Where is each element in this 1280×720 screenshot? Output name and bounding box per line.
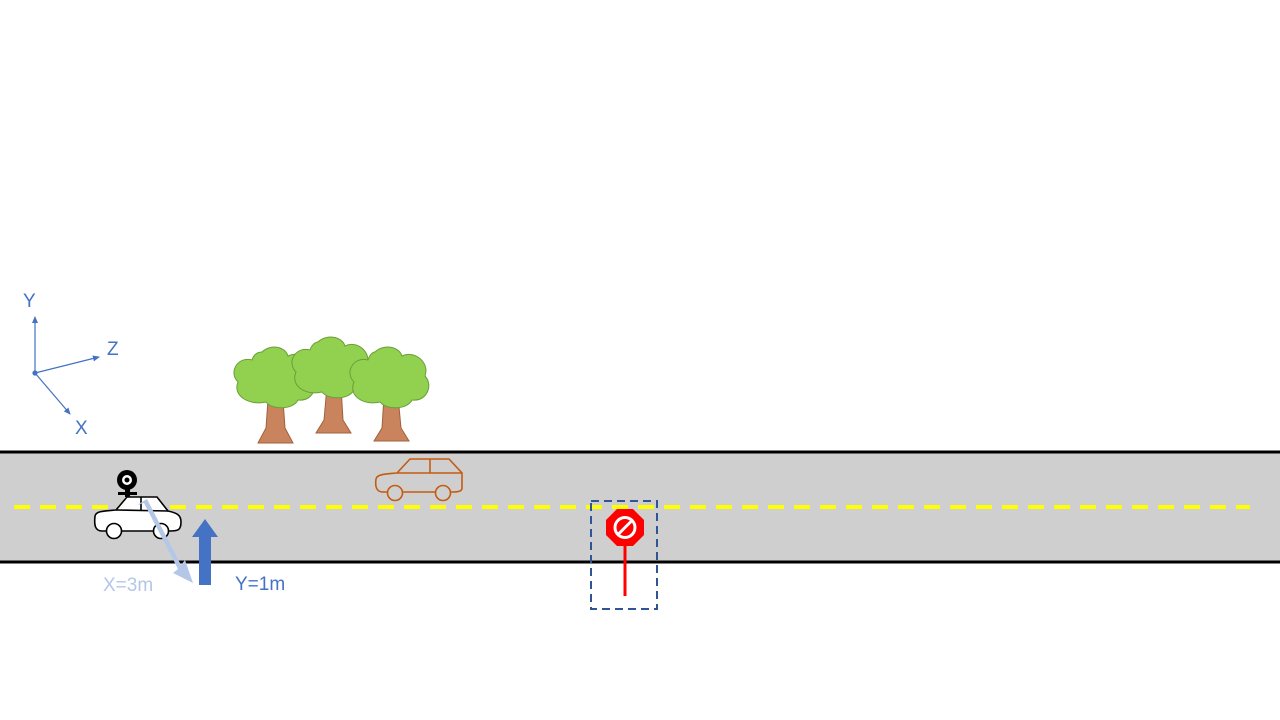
road xyxy=(0,450,1280,564)
car-icon xyxy=(374,458,463,502)
tree-right xyxy=(349,346,430,442)
y-axis-label: Y xyxy=(23,291,36,312)
x-offset-arrow xyxy=(137,499,193,583)
coordinate-axes xyxy=(32,316,100,415)
y-offset-label: Y=1m xyxy=(235,574,286,595)
no-entry-sign-icon xyxy=(606,509,644,596)
z-axis xyxy=(34,355,100,374)
y-offset-arrow xyxy=(192,519,218,585)
axes-origin xyxy=(32,370,38,376)
tree-icon xyxy=(233,336,430,444)
sign-bounding-box xyxy=(590,500,658,610)
z-axis-label: Z xyxy=(107,339,119,360)
x-offset-label: X=3m xyxy=(103,575,154,596)
car-with-camera-icon xyxy=(93,470,182,540)
tree-middle xyxy=(291,336,372,434)
x-axis-label: X xyxy=(75,418,88,439)
sign-circle xyxy=(613,516,637,539)
sign-slash xyxy=(616,519,634,536)
x-axis xyxy=(34,372,71,415)
camera-icon xyxy=(117,470,137,497)
